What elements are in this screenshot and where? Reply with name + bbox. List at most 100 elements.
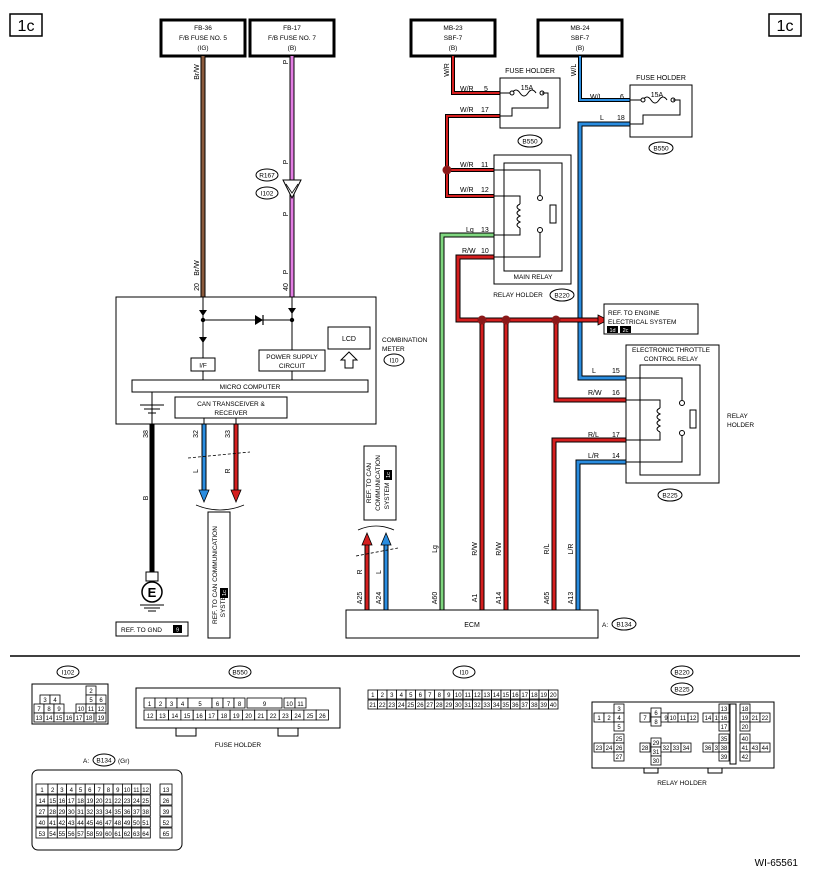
connector-pin-number: 12 <box>98 707 105 713</box>
pin-16: 16 <box>612 390 620 397</box>
label-rl-17: R/L <box>588 432 599 439</box>
connector-pin-number: 5 <box>89 698 93 704</box>
pin-17: 17 <box>481 107 489 114</box>
b134-prefix: A: <box>83 758 89 765</box>
connector-pin-number: 57 <box>77 832 84 838</box>
connector-pin-number: 27 <box>39 810 46 816</box>
connector-pin-number: 30 <box>455 703 462 709</box>
b550-latch <box>277 727 299 737</box>
connector-pin-number: 25 <box>307 714 314 720</box>
connector-pin-number: 3 <box>43 698 47 704</box>
ecm: ECM A: B134 <box>345 609 637 639</box>
connector-pin-number: 1 <box>371 693 375 699</box>
connector-pin-number: 7 <box>37 707 41 713</box>
label-r-33: R <box>225 468 232 473</box>
mb24-line1: MB-24 <box>570 25 590 32</box>
connector-pin-number: 53 <box>39 832 46 838</box>
connector-pin-number: 20 <box>550 693 557 699</box>
label-wr-mb23: W/R <box>444 63 451 77</box>
wire-rl <box>551 437 626 610</box>
connector-pin-number: 33 <box>483 703 490 709</box>
psc-line1: POWER SUPPLY <box>266 354 318 361</box>
fuse-holder-1-label: FUSE HOLDER <box>505 68 555 75</box>
page-id-right-text: 1c <box>777 18 794 35</box>
figure-code: WI-65561 <box>755 858 799 869</box>
connector-pin-cell <box>140 816 151 828</box>
connector-pin-number: 11 <box>680 716 687 722</box>
connector-pin-number: 2 <box>51 788 55 794</box>
ref-engine-tag2: 2c <box>623 328 629 334</box>
connector-pin-number: 15 <box>49 799 56 805</box>
connector-pin-number: 11 <box>133 788 140 794</box>
b134-suffix: (Gr) <box>118 758 130 765</box>
ecm-label: ECM <box>464 622 480 629</box>
connector-pin-number: 37 <box>133 810 140 816</box>
label-wr-12: W/R <box>460 187 474 194</box>
connector-pin-number: 10 <box>670 716 677 722</box>
connector-pin-number: 20 <box>742 725 749 731</box>
label-l-32: L <box>193 469 200 473</box>
connector-pin-number: 16 <box>512 693 519 699</box>
label-lr-14: L/R <box>588 453 599 460</box>
relay-coil <box>656 407 662 433</box>
connector-pin-number: 5 <box>617 725 621 731</box>
connector-pin-number: 13 <box>721 707 728 713</box>
connector-pin-number: 51 <box>142 821 149 827</box>
connector-pin-number: 16 <box>721 716 728 722</box>
can-line2: RECEIVER <box>214 410 248 417</box>
combo-line2: METER <box>382 346 405 353</box>
junction-dot <box>477 315 487 325</box>
label-rw-10: R/W <box>462 248 476 255</box>
connector-pin-number: 2 <box>159 702 163 708</box>
combination-meter: COMBINATION METER I10 LCD POWER SUPPLY C… <box>115 296 428 425</box>
fuse-holder-2-label: FUSE HOLDER <box>636 75 686 82</box>
connector-pin-number: 43 <box>68 821 75 827</box>
connector-pin-number: 49 <box>124 821 131 827</box>
fuse-symbol <box>642 96 668 104</box>
connector-pin-number: 27 <box>616 755 623 761</box>
connector-pin-number: 40 <box>550 703 557 709</box>
i102-tag-ellipse <box>56 665 80 679</box>
pin-11: 11 <box>481 162 488 169</box>
connector-pin-number: 30 <box>653 759 660 765</box>
connector-pin-number: 38 <box>721 746 728 752</box>
b225-tag-ellipse <box>670 682 694 696</box>
fb36-line1: FB-36 <box>194 25 212 32</box>
connector-pin-number: 12 <box>147 714 154 720</box>
connector-pin-number: 7 <box>227 702 231 708</box>
connector-pin-number: 20 <box>96 799 103 805</box>
etc-relay-line1: ELECTRONIC THROTTLE <box>632 347 711 354</box>
b220-label: B220 <box>554 293 570 300</box>
connector-pin-number: 19 <box>233 714 240 720</box>
combo-line1: COMBINATION <box>382 337 428 344</box>
label-wr-17: W/R <box>460 107 474 114</box>
connector-pin-number: 31 <box>653 750 660 756</box>
b134-tag-text: B134 <box>96 758 112 765</box>
i10-tag-text: I10 <box>459 670 468 677</box>
label-lr-a13: L/R <box>568 544 575 555</box>
connector-pin-number: 4 <box>400 693 404 699</box>
ref-can-left-line1: REF. TO CAN COMMUNICATION <box>212 526 219 624</box>
connector-pin-cell <box>639 742 651 753</box>
ref-can-left-tag: 1c <box>222 590 228 596</box>
connector-pin-number: 1 <box>40 788 44 794</box>
connector-pin-number: 18 <box>221 714 228 720</box>
connector-pin-cell <box>613 751 625 762</box>
connector-pin-number: 22 <box>379 703 386 709</box>
b550-1-label: B550 <box>522 139 538 146</box>
connector-pin-cell <box>246 697 283 709</box>
label-b-38: B <box>143 495 150 500</box>
ground-e: E <box>140 571 164 612</box>
pin-15: 15 <box>612 368 620 375</box>
connector-pin-number: 18 <box>77 799 84 805</box>
connector-pin-number: 63 <box>133 832 140 838</box>
junction-dot <box>442 165 452 175</box>
junction-dot <box>551 315 561 325</box>
connector-pin-number: 41 <box>742 746 749 752</box>
connector-pin-number: 36 <box>705 746 712 752</box>
pin-a13: A13 <box>568 592 575 605</box>
connector-pin-number: 13 <box>483 693 490 699</box>
connector-pin-number: 10 <box>78 707 85 713</box>
